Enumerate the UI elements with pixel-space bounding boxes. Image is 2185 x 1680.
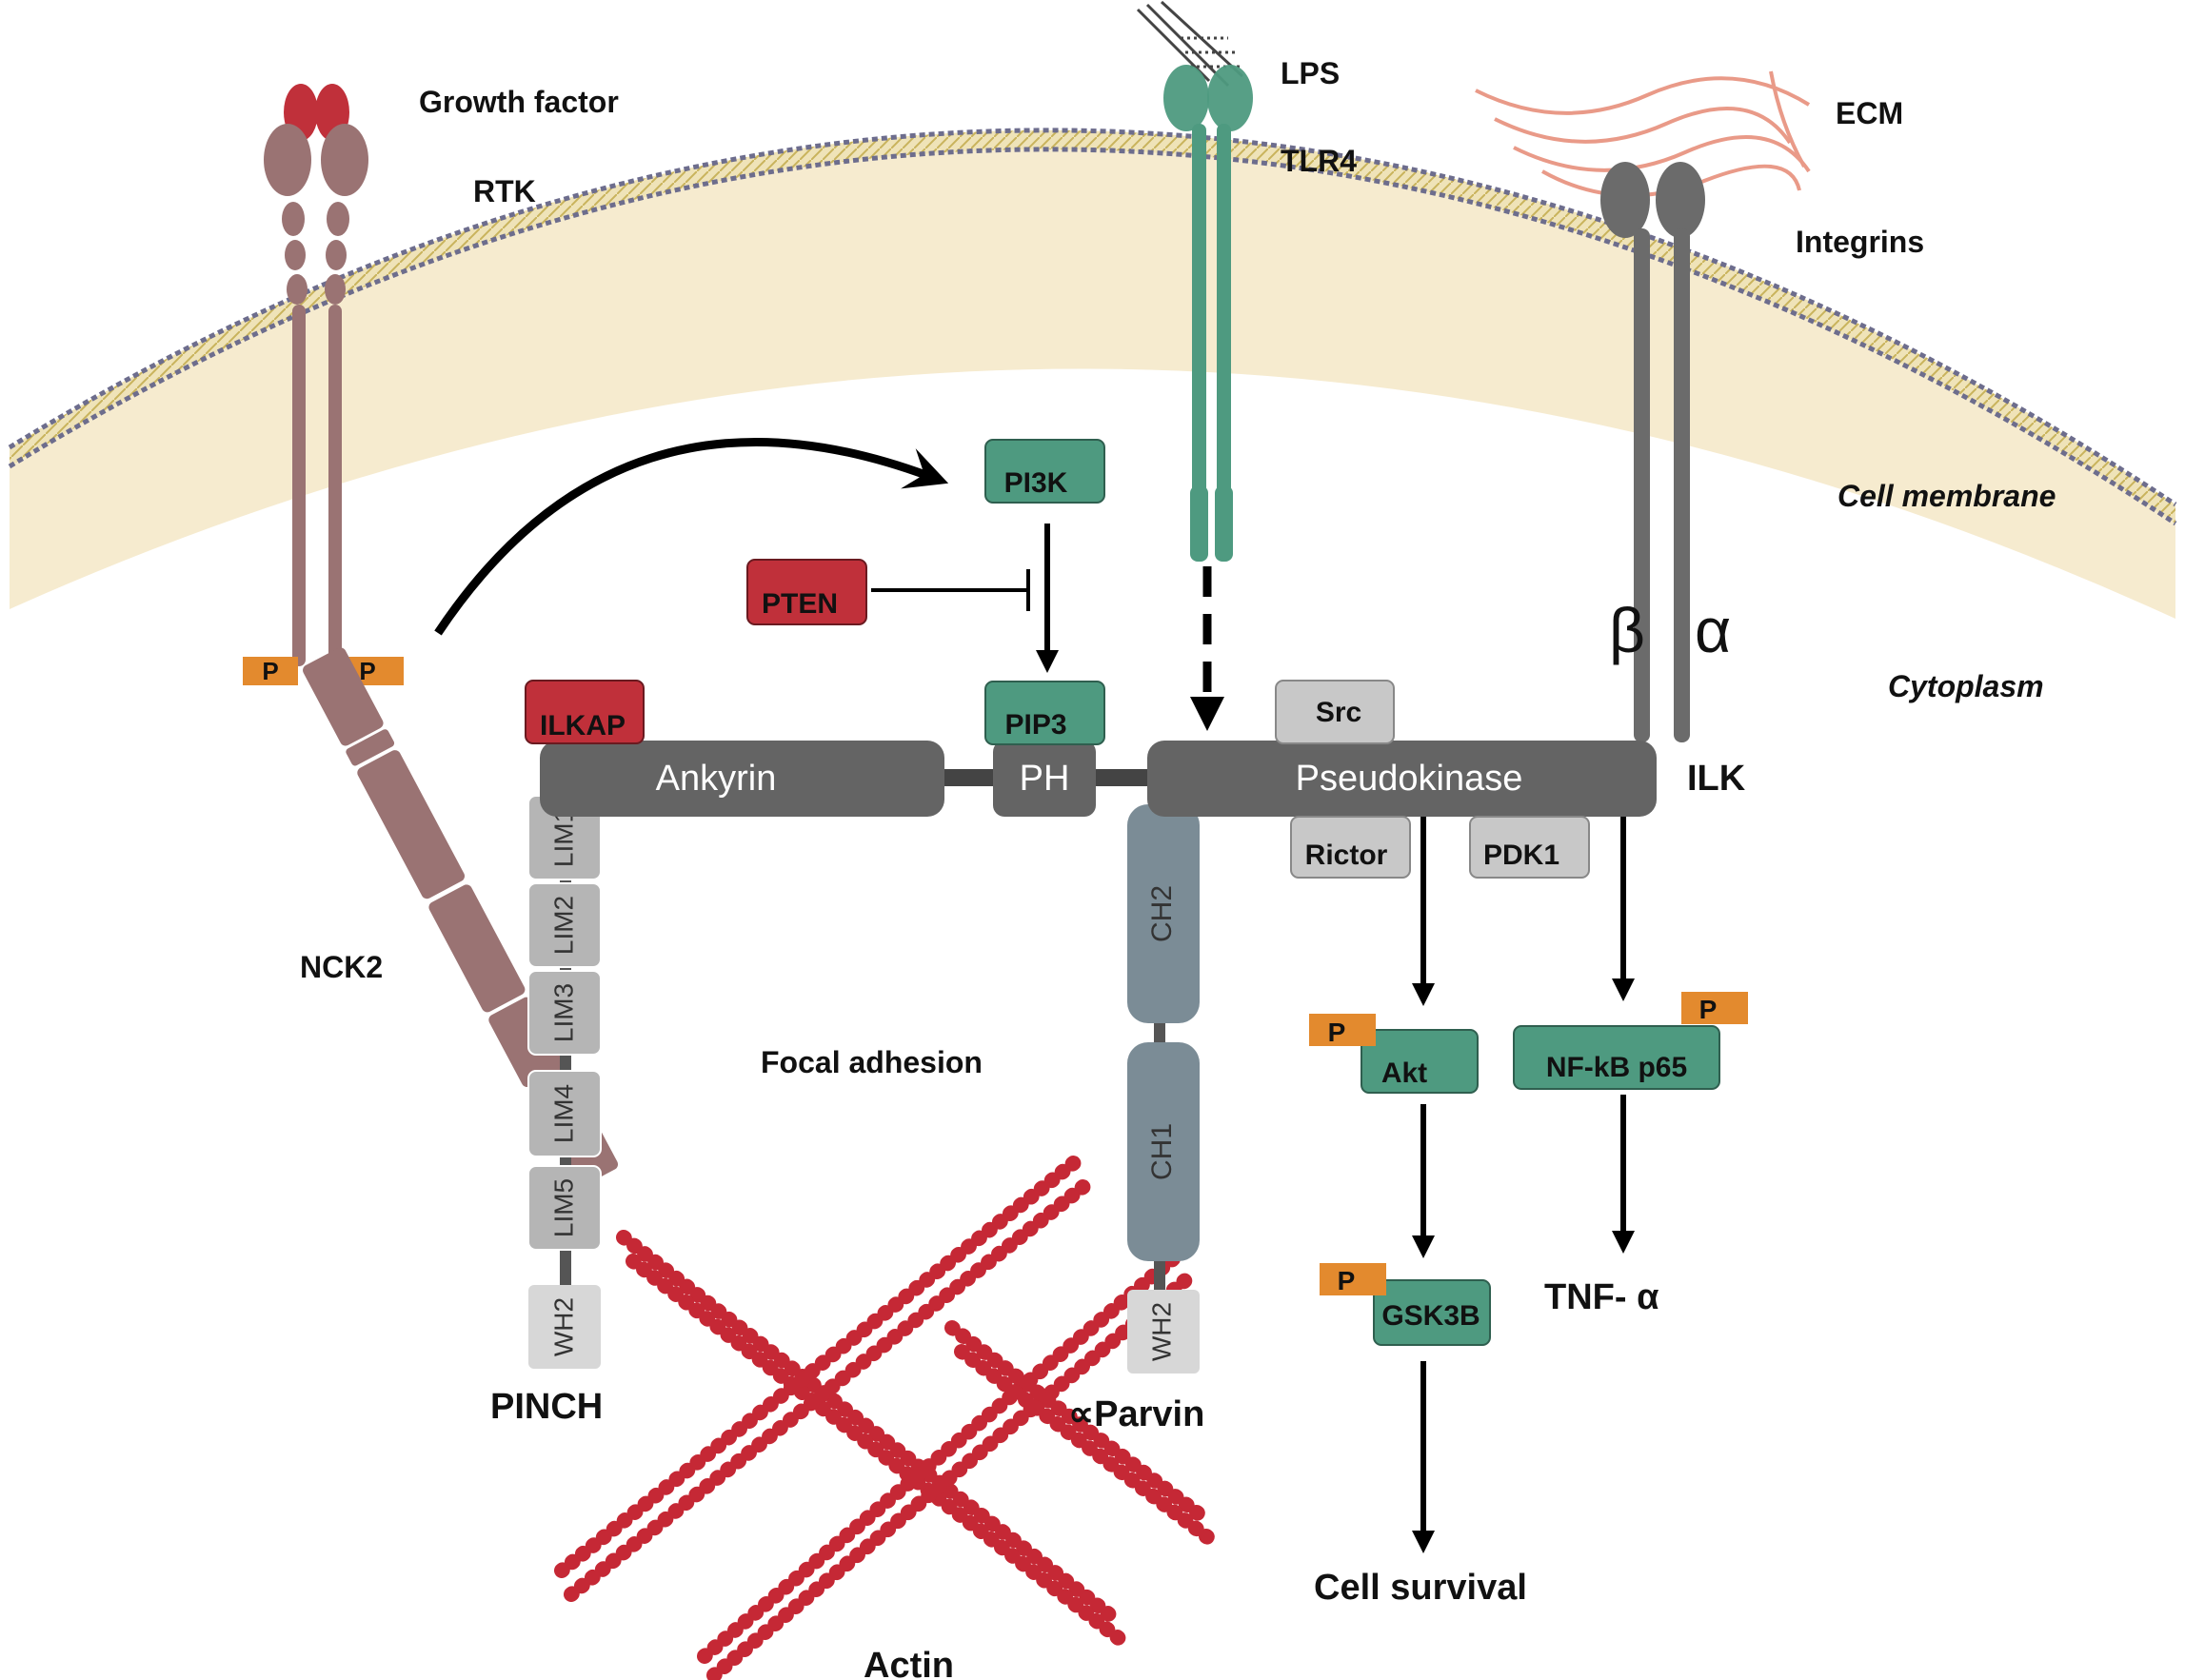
phospho-label-rtk-left: P (262, 657, 278, 685)
rtk-receptor: P P (243, 84, 404, 685)
rictor-box: Rictor (1290, 816, 1411, 879)
ilk-ph-label: PH (1020, 759, 1070, 799)
ilk-ankyrin-label: Ankyrin (656, 759, 777, 799)
akt-box: Akt P (1309, 1014, 1479, 1094)
svg-text:LIM5: LIM5 (548, 1178, 578, 1237)
membrane-outer-line (8, 128, 2177, 507)
svg-text:PI3K: PI3K (1004, 467, 1068, 499)
tlr4-receptor (1136, 0, 1253, 562)
tlr4-label: TLR4 (1281, 144, 1357, 178)
svg-text:WH2: WH2 (548, 1297, 578, 1356)
phospho-label-gsk3b: P (1338, 1266, 1356, 1295)
svg-text:WH2: WH2 (1146, 1302, 1176, 1361)
pinch-domain-wh2: WH2 (528, 1285, 601, 1369)
svg-text:PDK1: PDK1 (1483, 840, 1559, 871)
actin-label: Actin (864, 1646, 954, 1680)
phospho-tag-nfkb (1681, 992, 1748, 1024)
inhibit-pten-pi3k (871, 569, 1030, 611)
pi3k-box: PI3K (984, 439, 1105, 504)
pinch-domain-lim3: LIM3 (527, 970, 602, 1056)
svg-text:CH1: CH1 (1146, 1123, 1178, 1180)
gsk3b-box: GSK3B P (1320, 1263, 1491, 1346)
actin-filament-1 (616, 1230, 1122, 1626)
ilk-ankyrin-domain (540, 741, 944, 817)
pip3-box: PIP3 (984, 681, 1105, 745)
actin-filament-5 (697, 1249, 1183, 1664)
cell-survival-label: Cell survival (1314, 1568, 1527, 1608)
lps-molecule (1136, 0, 1244, 88)
svg-text:PTEN: PTEN (762, 588, 838, 620)
actin-filament-4 (564, 1177, 1093, 1602)
ilk-pseudokinase-domain (1147, 741, 1657, 817)
svg-text:NF-kB p65: NF-kB p65 (1546, 1052, 1687, 1083)
tnf-alpha-label: TNF- α (1544, 1277, 1659, 1317)
pinch-label: PINCH (490, 1387, 603, 1427)
ecm-label: ECM (1836, 96, 1903, 130)
rtk-label: RTK (473, 174, 536, 208)
nfkb-box: NF-kB p65 P (1513, 992, 1748, 1090)
svg-text:LIM2: LIM2 (548, 896, 578, 955)
integrin-receptor (1600, 162, 1705, 742)
lps-label: LPS (1281, 56, 1340, 90)
svg-text:LIM1: LIM1 (548, 808, 578, 867)
pten-box: PTEN (746, 559, 867, 625)
actin-filament-7 (944, 1320, 1212, 1526)
phospho-tag-akt (1309, 1014, 1376, 1046)
phospho-tag-gsk3b (1320, 1263, 1386, 1295)
phospho-label-nfkb: P (1699, 995, 1718, 1024)
svg-text:Akt: Akt (1381, 1057, 1427, 1089)
ilk-pseudokinase-label: Pseudokinase (1296, 759, 1523, 799)
phospho-label-rtk-right: P (359, 657, 375, 685)
nck2-label: NCK2 (300, 950, 383, 984)
ecm-fibers (1475, 70, 1811, 198)
svg-text:LIM3: LIM3 (548, 983, 578, 1042)
src-box: Src (1275, 680, 1395, 744)
svg-text:GSK3B: GSK3B (1381, 1300, 1480, 1332)
actin-filament-3 (554, 1154, 1083, 1578)
svg-text:Rictor: Rictor (1305, 840, 1388, 871)
svg-text:Src: Src (1316, 697, 1361, 728)
pinch-domain-lim4: LIM4 (527, 1070, 602, 1157)
svg-text:PIP3: PIP3 (1004, 709, 1066, 741)
actin-filament-6 (706, 1273, 1193, 1680)
phospho-label-akt: P (1328, 1018, 1346, 1047)
svg-text:LIM4: LIM4 (548, 1084, 578, 1143)
cell-membrane-label: Cell membrane (1837, 479, 2056, 513)
parvin-label: ∝Parvin (1068, 1394, 1204, 1434)
integrin-beta-label: β (1609, 595, 1645, 665)
actin-filament-2 (626, 1254, 1131, 1650)
parvin-protein: CH2 CH1 WH2 (1127, 804, 1200, 1374)
ilk-ph-domain (993, 741, 1096, 817)
arrow-rtk-to-pi3k (434, 437, 949, 636)
actin-filaments (554, 1154, 1222, 1680)
pinch-domain-lim5: LIM5 (527, 1165, 602, 1251)
svg-text:ILKAP: ILKAP (540, 710, 626, 741)
integrin-alpha-label: α (1695, 595, 1731, 665)
cytoplasm-label: Cytoplasm (1888, 669, 2044, 703)
parvin-domain-ch2: CH2 (1127, 804, 1200, 1023)
actin-filament-8 (954, 1344, 1222, 1550)
ilkap-box: ILKAP (525, 680, 645, 744)
integrins-label: Integrins (1796, 225, 1924, 259)
parvin-domain-ch1: CH1 (1127, 1042, 1200, 1261)
pdk1-box: PDK1 (1469, 816, 1590, 879)
ilk-protein: Ankyrin PH Pseudokinase (540, 741, 1657, 817)
growth-factor-label: Growth factor (419, 85, 619, 119)
svg-text:CH2: CH2 (1146, 885, 1178, 942)
parvin-domain-wh2: WH2 (1127, 1290, 1200, 1374)
focal-adhesion-label: Focal adhesion (761, 1045, 983, 1079)
pinch-protein: LIM1 LIM2 LIM3 LIM4 LIM5 WH2 (527, 795, 602, 1369)
phospho-tag-rtk-left (243, 657, 298, 685)
ilk-label: ILK (1687, 759, 1746, 799)
pinch-domain-lim2: LIM2 (527, 882, 602, 968)
